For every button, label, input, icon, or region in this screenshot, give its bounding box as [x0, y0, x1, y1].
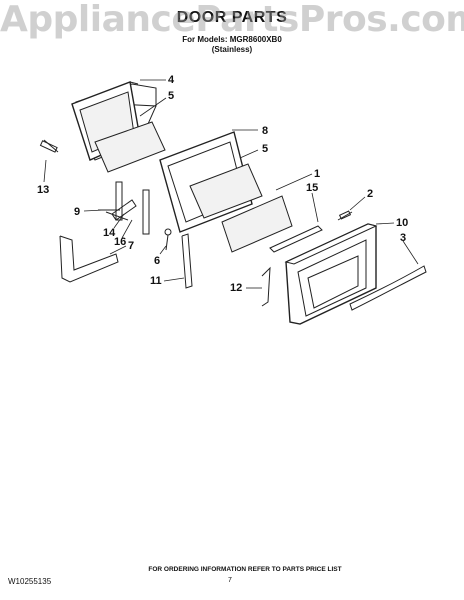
- callout-10: 10: [396, 217, 409, 229]
- callout-7: 7: [128, 240, 135, 252]
- part-5-glass-upper: [94, 121, 166, 173]
- part-5-glass-lower: [189, 163, 263, 219]
- callout-11: 11: [150, 275, 162, 287]
- callout-9: 9: [74, 206, 81, 218]
- leader-lines: [43, 79, 419, 289]
- part-2-screw: [337, 210, 353, 221]
- ordering-note: FOR ORDERING INFORMATION REFER TO PARTS …: [148, 566, 342, 573]
- document-number: W10255135: [8, 577, 52, 586]
- part-10-outer-door: [284, 223, 378, 325]
- callout-2: 2: [367, 188, 374, 200]
- part-11-bracket: [181, 233, 193, 289]
- callout-6: 6: [154, 255, 161, 267]
- model-line: For Models: MGR8600XB0: [182, 35, 282, 44]
- callout-1: 1: [314, 168, 321, 180]
- callout-5-lower: 5: [262, 143, 269, 155]
- part-1-glass: [221, 195, 293, 253]
- part-7-bracket: [59, 235, 119, 283]
- part-6-hinge-pin: [142, 189, 172, 251]
- part-12-gasket: [261, 266, 271, 307]
- diagram-subtitle: For Models: MGR8600XB0 (Stainless): [0, 35, 464, 55]
- callout-3: 3: [400, 232, 407, 244]
- callout-4: 4: [168, 74, 175, 86]
- part-9-hinge: [98, 181, 137, 221]
- page-number: 7: [228, 577, 232, 584]
- callout-14: 14: [103, 227, 116, 239]
- diagram-title: DOOR PARTS: [176, 9, 288, 26]
- finish-line: (Stainless): [211, 45, 253, 54]
- callout-16: 16: [114, 236, 127, 248]
- part-4-inner-door-frame: [71, 81, 157, 161]
- callout-15: 15: [306, 182, 319, 194]
- part-3-handle: [349, 265, 427, 311]
- callout-13: 13: [37, 184, 50, 196]
- callout-8: 8: [262, 125, 269, 137]
- part-15-strip: [269, 225, 323, 253]
- callout-12: 12: [230, 282, 243, 294]
- part-13-screw: [39, 139, 59, 153]
- callout-5-upper: 5: [168, 90, 175, 102]
